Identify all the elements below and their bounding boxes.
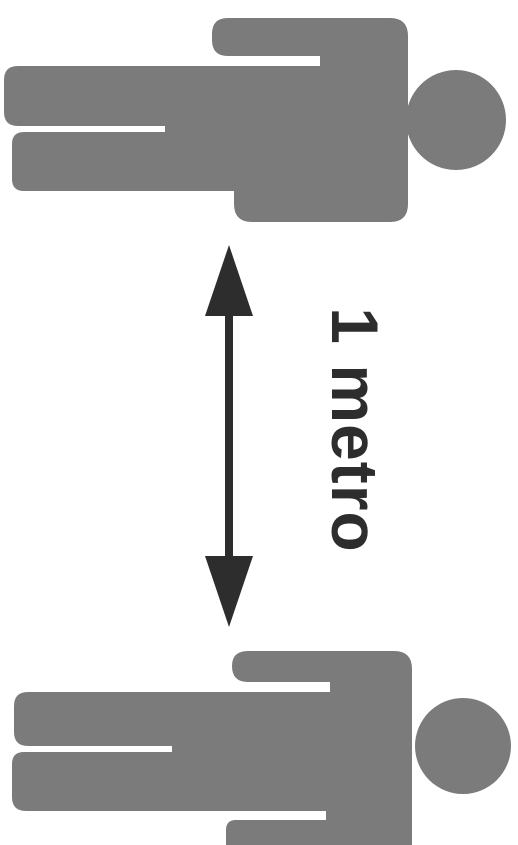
arrow-head-up-icon (205, 245, 253, 316)
double-arrow-icon (205, 245, 253, 627)
person-bottom-icon (12, 651, 511, 845)
person-bottom-body (12, 651, 412, 845)
distance-label: 1 metro (318, 307, 392, 553)
person-top-icon (4, 18, 506, 222)
arrow-shaft (225, 300, 233, 570)
person-top-body (4, 18, 408, 222)
person-bottom-head (415, 698, 511, 794)
person-top-head (406, 70, 506, 170)
arrow-head-down-icon (205, 556, 253, 627)
